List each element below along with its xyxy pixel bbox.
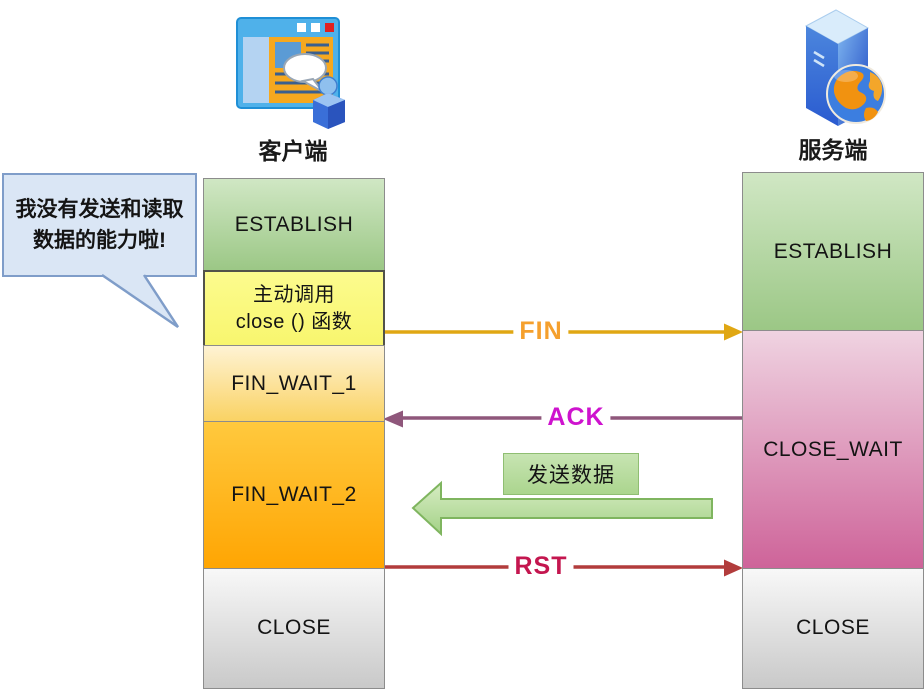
state-client-fin-wait-2: FIN_WAIT_2 xyxy=(203,421,385,570)
state-label-line1: 主动调用 xyxy=(253,283,335,306)
client-title: 客户端 xyxy=(193,132,393,166)
state-label: ESTABLISH xyxy=(234,212,354,236)
globe-glyph xyxy=(826,64,886,124)
state-label: ESTABLISH xyxy=(773,239,893,263)
state-client-establish: ESTABLISH xyxy=(203,178,385,272)
client-computer-icon xyxy=(236,17,345,129)
speech-bubble-line1: 我没有发送和读取 xyxy=(15,197,184,221)
fin-label-text: FIN xyxy=(519,317,563,345)
ack-message-label: ACK xyxy=(541,403,611,432)
rst-label-text: RST xyxy=(514,552,568,580)
fin-message-label: FIN xyxy=(513,317,569,346)
speech-bubble-tail xyxy=(101,274,180,329)
state-label: FIN_WAIT_2 xyxy=(231,483,357,507)
state-label: CLOSE xyxy=(796,616,870,640)
speech-bubble: 我没有发送和读取 数据的能力啦! xyxy=(2,173,197,277)
state-label-line2: close () 函数 xyxy=(235,310,353,333)
send-data-label-box: 发送数据 xyxy=(503,453,639,495)
state-client-close: CLOSE xyxy=(203,568,385,689)
client-title-text: 客户端 xyxy=(258,138,328,164)
rst-message-label: RST xyxy=(508,552,574,581)
state-client-close-call: 主动调用 close () 函数 xyxy=(203,270,385,347)
server-title-text: 服务端 xyxy=(798,137,868,163)
state-label: FIN_WAIT_1 xyxy=(231,371,357,395)
person-glyph xyxy=(313,76,345,129)
state-client-fin-wait-1: FIN_WAIT_1 xyxy=(203,345,385,423)
state-server-close-wait: CLOSE_WAIT xyxy=(742,330,924,570)
state-label: CLOSE xyxy=(257,616,331,640)
speech-bubble-line2: 数据的能力啦! xyxy=(33,229,166,252)
server-icon xyxy=(804,9,886,126)
chat-bubble-glyph xyxy=(283,53,327,93)
state-server-close: CLOSE xyxy=(742,568,924,689)
state-server-establish: ESTABLISH xyxy=(742,172,924,332)
state-label: CLOSE_WAIT xyxy=(763,437,903,461)
server-title: 服务端 xyxy=(733,131,924,165)
ack-label-text: ACK xyxy=(547,403,605,431)
send-data-label-text: 发送数据 xyxy=(527,464,615,487)
send-data-arrow xyxy=(411,480,713,537)
